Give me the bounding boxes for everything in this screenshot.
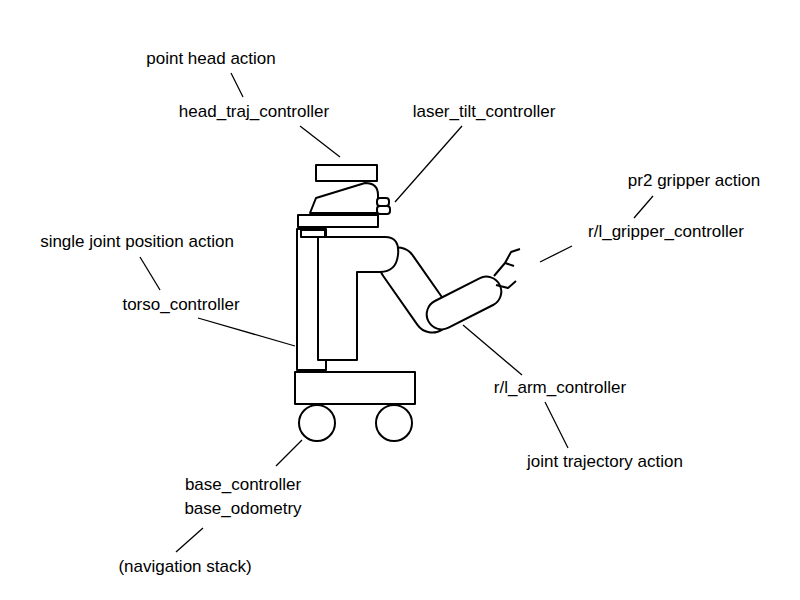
laser-sensor xyxy=(377,198,389,206)
mobile-base xyxy=(295,372,415,404)
torso-cap xyxy=(301,230,325,237)
leader-line xyxy=(300,126,340,157)
wheel xyxy=(299,405,335,441)
controller-label: r/l_arm_controller xyxy=(494,378,626,398)
leader-line xyxy=(176,528,203,552)
controller-label: laser_tilt_controller xyxy=(413,102,556,122)
body-shoulder xyxy=(318,237,398,360)
controller-label: base_odometry xyxy=(184,499,301,519)
controller-label: (navigation stack) xyxy=(118,557,251,577)
leader-line xyxy=(540,246,572,262)
controller-label: single joint position action xyxy=(40,232,234,252)
laser-sensor xyxy=(377,206,390,214)
controller-label: base_controller xyxy=(185,475,301,495)
leader-line xyxy=(463,325,522,375)
controller-label: pr2 gripper action xyxy=(628,171,760,191)
head-body xyxy=(310,183,378,213)
head-top xyxy=(316,165,377,181)
leader-line xyxy=(198,318,295,346)
leader-line xyxy=(140,257,160,290)
gripper xyxy=(494,249,520,288)
controller-label: torso_controller xyxy=(122,295,239,315)
leader-line xyxy=(545,402,568,448)
shoulder-plate xyxy=(298,215,378,227)
controller-label: joint trajectory action xyxy=(527,452,683,472)
controller-label: point head action xyxy=(146,49,276,69)
leader-line xyxy=(231,73,243,97)
leader-line xyxy=(395,126,462,202)
leader-line xyxy=(634,196,653,218)
wheel xyxy=(376,405,412,441)
controller-label: head_traj_controller xyxy=(179,102,329,122)
leader-line xyxy=(276,440,302,466)
controller-label: r/l_gripper_controller xyxy=(588,222,744,242)
